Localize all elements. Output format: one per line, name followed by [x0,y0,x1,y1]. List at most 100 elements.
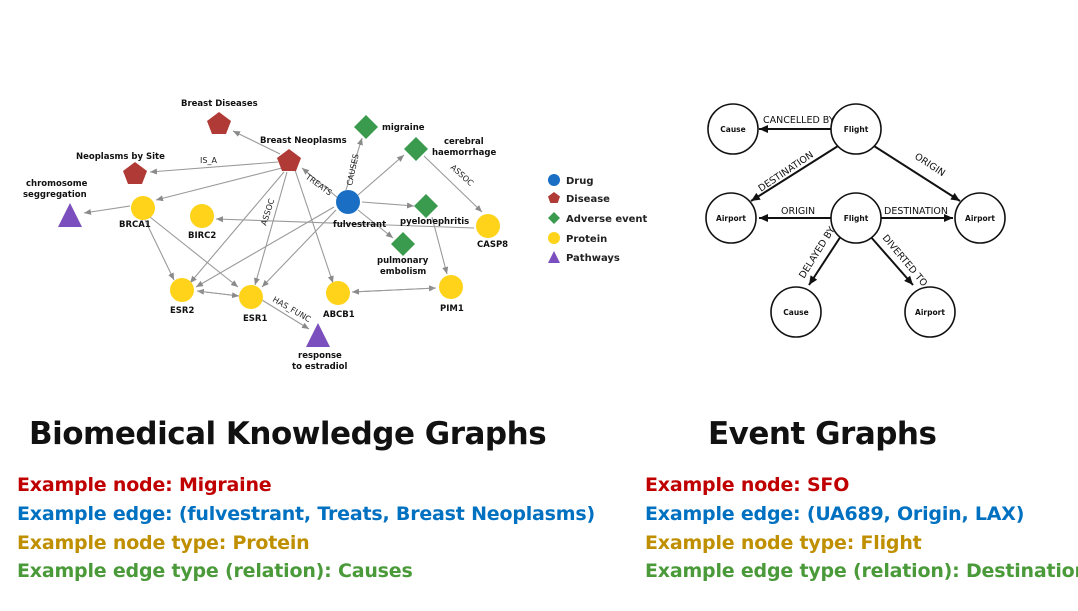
biomedical-node-labels: Breast Diseases Breast Neoplasms Neoplas… [23,99,508,372]
ev-label-destination-diag: DESTINATION [757,150,816,195]
label-brca1: BRCA1 [119,220,151,230]
edge-ful-pulmonary [357,209,394,239]
label-pim1: PIM1 [440,304,464,314]
node-breast-diseases[interactable] [207,112,231,134]
edge-label-assoc-left: ASSOC [259,197,276,226]
legend-protein-label: Protein [566,234,607,245]
biomedical-legend: Drug Disease Adverse event Protein Pathw… [548,174,648,264]
edge-esr2-esr1 [196,290,240,299]
edge-ful-cerebral [357,154,405,196]
event-example-edge: Example edge: (UA689, Origin, LAX) [645,503,1025,525]
legend-adverse-event-label: Adverse event [566,214,648,225]
edge-cerebral-casp8 [423,155,483,213]
event-nodes [705,103,1006,338]
legend-disease-label: Disease [566,194,610,205]
label-breast-neoplasms: Breast Neoplasms [260,136,347,146]
edge-label-treats: TREATS [303,172,334,198]
legend-disease-icon [548,192,560,203]
edge-bn-esr1 [254,171,288,286]
node-cerebral-haemorrhage[interactable] [404,137,428,161]
label-casp8: CASP8 [477,240,508,250]
edge-bn-brca1 [155,167,283,202]
ev-node-airport-right[interactable] [954,192,1006,244]
node-chromosome-seggregation[interactable] [58,203,82,227]
ev-node-cause-top[interactable] [707,103,759,155]
biomedical-title: Biomedical Knowledge Graphs [29,416,547,452]
legend-drug-icon [548,174,560,186]
node-neoplasms-by-site[interactable] [123,162,147,184]
label-pulmonary-2: embolism [380,267,426,277]
biomedical-nodes [58,112,500,347]
node-brca1[interactable] [131,196,155,220]
node-esr1[interactable] [239,285,263,309]
biomedical-example-node-type: Example node type: Protein [17,532,310,554]
label-birc2: BIRC2 [188,231,216,241]
node-fulvestrant[interactable] [336,190,360,214]
label-neoplasms-by-site: Neoplasms by Site [76,152,165,162]
label-esr1: ESR1 [243,314,267,324]
edge-label-is-a: IS_A [200,156,217,165]
edge-ful-esr2 [195,206,335,288]
event-example-node-type: Example node type: Flight [645,532,922,554]
label-cerebral-2: haemorrhage [432,148,497,158]
ev-label-origin-mid: ORIGIN [781,206,815,217]
label-esr2: ESR2 [170,306,194,316]
node-esr2[interactable] [170,278,194,302]
ev-edge-destination-diag [750,145,839,202]
node-pyelonephritis[interactable] [414,194,438,218]
label-chromosome-2: seggregation [23,190,87,200]
ev-label-airport-right: Airport [965,214,995,223]
biomedical-edges [83,130,483,330]
event-edges [750,125,961,286]
edge-pim1-abcb1 [351,287,437,295]
edge-brca1-esr2 [144,219,175,281]
ev-node-flight-mid[interactable] [830,192,882,244]
ev-label-cause-bottom: Cause [783,308,808,317]
label-pyelonephritis: pyelonephritis [400,217,469,227]
edge-bn-nbs [149,161,279,175]
ev-label-cause-top: Cause [720,125,745,134]
edge-ful-bn [301,167,339,199]
ev-node-flight-top[interactable] [830,103,882,155]
ev-label-destination-mid: DESTINATION [884,206,948,217]
biomedical-example-edge: Example edge: (fulvestrant, Treats, Brea… [17,503,595,525]
edge-ful-pyelo [361,201,415,209]
ev-label-flight-mid: Flight [844,214,869,223]
event-title: Event Graphs [708,416,937,452]
ev-edge-diverted-to [869,235,914,286]
node-breast-neoplasms[interactable] [277,149,301,171]
ev-node-airport-left[interactable] [705,192,757,244]
event-example-edge-type: Example edge type (relation): Destinatio… [645,560,1078,582]
label-cerebral-1: cerebral [444,137,484,147]
label-response-2: to estradiol [292,362,348,372]
edge-ful-migraine [345,137,363,191]
biomedical-example-edge-type: Example edge type (relation): Causes [17,560,413,582]
edge-esr1-response [261,299,310,330]
ev-edge-delayed-by [808,235,842,286]
legend-pathways-icon [548,251,560,263]
edge-bn-bd [232,130,281,155]
event-node-labels: Cause Flight Airport Flight Airport Caus… [716,125,995,317]
ev-node-airport-bottom[interactable] [904,286,956,338]
node-response-to-estradiol[interactable] [306,323,330,347]
node-pulmonary-embolism[interactable] [391,232,415,256]
label-breast-diseases: Breast Diseases [181,99,258,109]
edge-brca1-esr1 [149,216,239,288]
label-migraine: migraine [382,123,425,133]
node-birc2[interactable] [190,204,214,228]
ev-node-cause-bottom[interactable] [770,286,822,338]
node-pim1[interactable] [439,275,463,299]
node-migraine[interactable] [354,115,378,139]
biomedical-example-node: Example node: Migraine [17,474,272,496]
label-chromosome-1: chromosome [26,179,88,189]
legend-adverse-event-icon [548,212,560,224]
ev-edge-origin-diag [873,145,961,202]
label-fulvestrant: fulvestrant [333,220,386,230]
node-casp8[interactable] [476,214,500,238]
label-response-1: response [298,351,342,361]
legend-protein-icon [548,232,560,244]
ev-label-diverted-to: DIVERTED TO [880,233,930,289]
ev-label-cancelled-by: CANCELLED BY [763,115,835,126]
node-abcb1[interactable] [326,281,350,305]
